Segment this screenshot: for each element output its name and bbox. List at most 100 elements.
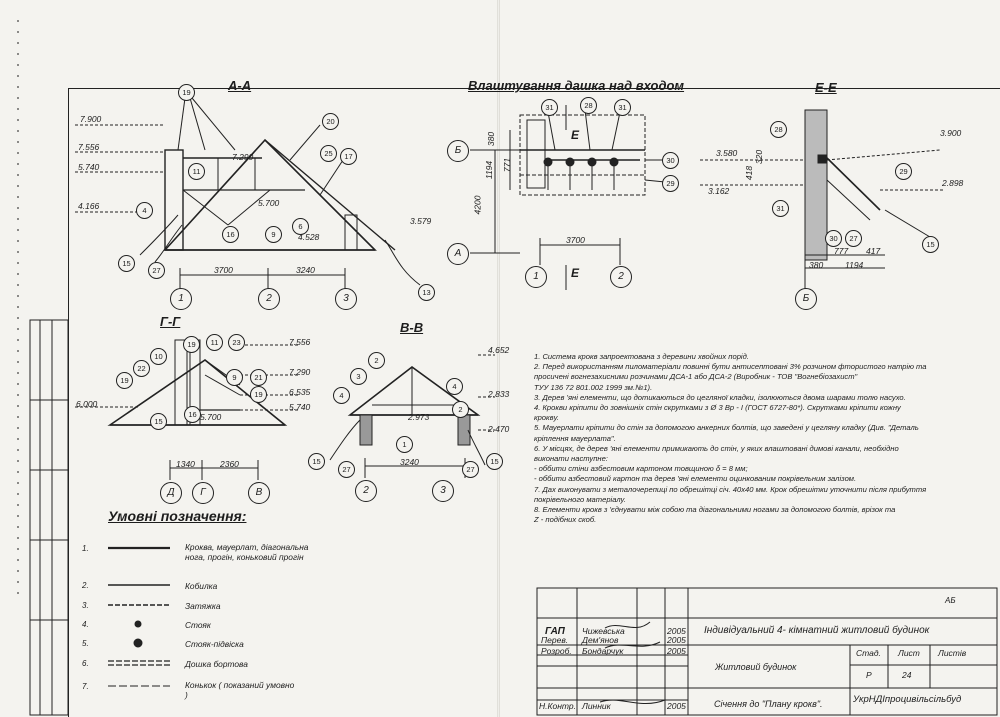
dim-label: 3.579 — [410, 216, 432, 226]
callout-28: 28 — [580, 97, 597, 114]
dim-label: 7.900 — [80, 114, 102, 124]
dim-label: 3700 — [214, 265, 233, 275]
axis-g: Г — [192, 482, 214, 504]
dim-label: 1194 — [484, 160, 495, 180]
note-line: 3. Дерев 'яні елементи, що дотикаються д… — [534, 392, 906, 402]
dim-label: 3700 — [566, 235, 585, 245]
section-vv — [329, 354, 495, 478]
callout-25: 25 — [320, 145, 337, 162]
organization-name: УкрНДІпроцивільсільбуд — [853, 694, 962, 705]
section-mark-e: Е — [571, 128, 580, 142]
dim-label: 320 — [754, 149, 765, 165]
callout-16: 16 — [184, 406, 201, 423]
dim-label: 777 — [834, 246, 849, 256]
note-line: виконати наступне: — [534, 454, 608, 464]
callout-29: 29 — [662, 175, 679, 192]
callout-31: 31 — [772, 200, 789, 217]
callout-15: 15 — [150, 413, 167, 430]
legend-label: Конькок ( показаний умовно ) — [185, 680, 295, 700]
dim-label: 2.833 — [488, 389, 510, 399]
view-title-ee: Е-Е — [815, 80, 837, 95]
dim-label: 771 — [502, 157, 513, 173]
dim-label: 2.973 — [408, 412, 430, 422]
legend-label: Кроква, мауерлат, діагональна нога, прог… — [185, 542, 309, 562]
dim-label: 5.740 — [289, 402, 311, 412]
callout-19: 19 — [178, 84, 195, 101]
axis-3: 3 — [335, 288, 357, 310]
note-line: 7. Дах виконувати з металочерепиці по об… — [534, 484, 927, 494]
note-line: 6. У місцях, де дерев 'яні елементи прим… — [534, 443, 899, 453]
callout-27: 27 — [338, 461, 355, 478]
title-block-role: ГАП — [545, 626, 565, 637]
legend-number: 3. — [82, 601, 89, 610]
callout-2: 2 — [452, 401, 469, 418]
callout-16: 16 — [222, 226, 239, 243]
callout-11: 11 — [188, 163, 205, 180]
callout-21: 21 — [250, 369, 267, 386]
legend-label: Кобилка — [185, 581, 218, 591]
callout-15: 15 — [922, 236, 939, 253]
axis-b: Б — [447, 140, 469, 162]
legend-label: Затяжка — [185, 601, 221, 611]
stage-header: Стад. — [856, 648, 881, 658]
callout-4: 4 — [446, 378, 463, 395]
callout-10: 10 — [150, 348, 167, 365]
note-line: кріплення мауерлата". — [534, 433, 616, 443]
callout-29: 29 — [895, 163, 912, 180]
axis-3: 3 — [432, 480, 454, 502]
dim-label: 2360 — [220, 459, 239, 469]
callout-20: 20 — [322, 113, 339, 130]
axis-d: Д — [160, 482, 182, 504]
title-block-year: 2005 — [667, 701, 686, 711]
callout-27: 27 — [462, 461, 479, 478]
section-ee — [700, 109, 945, 290]
axis-2: 2 — [258, 288, 280, 310]
callout-19: 19 — [183, 336, 200, 353]
title-block-name: Линник — [582, 701, 611, 711]
dim-label: 1194 — [845, 260, 864, 270]
callout-15: 15 — [486, 453, 503, 470]
legend-number: 2. — [82, 581, 89, 590]
title-block-role: Н.Контр. — [539, 701, 576, 711]
axis-1: 1 — [525, 266, 547, 288]
note-line: 4. Крокви кріпити до зовнішніх стін скру… — [534, 403, 901, 413]
axis-a: А — [447, 243, 469, 265]
axis-2: 2 — [355, 480, 377, 502]
callout-31: 31 — [614, 99, 631, 116]
section-canopy — [470, 105, 666, 290]
drawing-title: Січення до "Плану крокв". — [714, 699, 823, 709]
dim-label: 380 — [486, 131, 497, 147]
dim-label: 7.290 — [289, 367, 311, 377]
callout-1: 1 — [396, 436, 413, 453]
dim-label: 6.000 — [76, 399, 98, 409]
callout-15: 15 — [308, 453, 325, 470]
note-line: ТУУ 136 72 801.002 1999 зм.№1). — [534, 382, 653, 392]
note-line: 8. Елементи крокв з 'єднувати між собою … — [534, 505, 896, 515]
dim-label: 4200 — [472, 195, 483, 215]
dim-label: 3.162 — [708, 186, 730, 196]
callout-30: 30 — [662, 152, 679, 169]
callout-15: 15 — [118, 255, 135, 272]
title-block-year: 2005 — [667, 626, 686, 636]
note-line: Z - подібних скоб. — [534, 515, 597, 525]
title-block-role: Перев. — [541, 635, 569, 645]
callout-13: 13 — [418, 284, 435, 301]
legend-title: Умовні позначення: — [108, 508, 247, 524]
dim-label: 7.290 — [232, 152, 254, 162]
note-line: просичені вогнезахисними розчинами ДСА-1… — [534, 372, 858, 382]
sheets-header: Листів — [938, 648, 967, 658]
title-block-name: Бондарчук — [582, 646, 624, 656]
callout-2: 2 — [368, 352, 385, 369]
section-aa — [75, 97, 421, 290]
dim-label: 4.652 — [488, 345, 510, 355]
callout-23: 23 — [228, 334, 245, 351]
callout-3: 3 — [350, 368, 367, 385]
legend-number: 1. — [82, 544, 89, 553]
legend-number: 6. — [82, 659, 89, 668]
dim-label: 7.556 — [289, 337, 311, 347]
dim-label: 4.528 — [298, 232, 320, 242]
callout-31: 31 — [541, 99, 558, 116]
general-notes: 1. Система крокв запроектована з деревин… — [534, 352, 944, 525]
